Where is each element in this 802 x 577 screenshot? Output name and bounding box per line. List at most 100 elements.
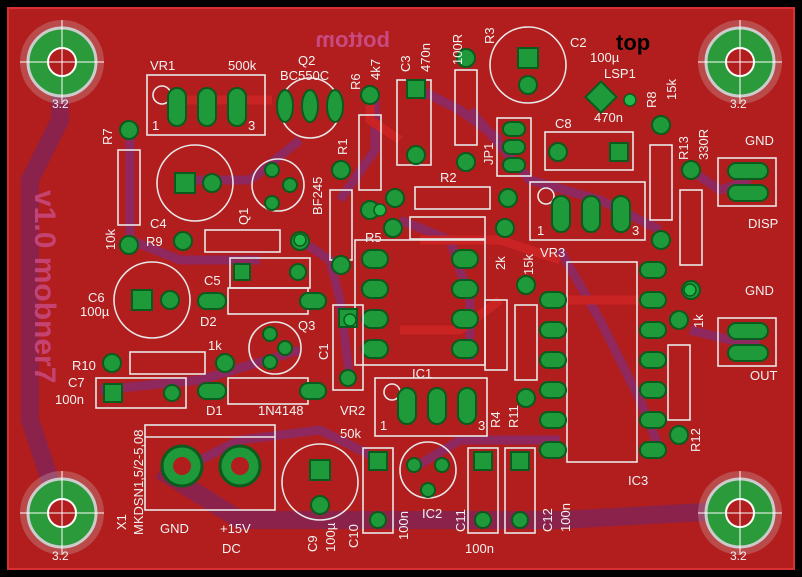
r7-resistor: R7 10k	[100, 120, 141, 255]
r13-resistor: R13 330R	[676, 129, 711, 300]
svg-text:3.2: 3.2	[730, 97, 747, 111]
ic3-chip: IC3	[539, 261, 667, 488]
svg-text:C11: C11	[453, 509, 468, 532]
q1-transistor: Q1 BF245	[236, 158, 325, 225]
svg-text:100n: 100n	[55, 392, 84, 407]
q3-transistor: Q3	[248, 318, 315, 375]
mounting-hole-br: 3.2	[698, 471, 782, 563]
svg-text:1: 1	[537, 223, 544, 238]
svg-text:OUT: OUT	[750, 368, 778, 383]
vr3-trimmer: 1 3 VR3	[529, 181, 646, 260]
svg-text:C6: C6	[88, 290, 105, 305]
svg-text:4k7: 4k7	[368, 59, 383, 80]
mounting-hole-bl: 3.2	[20, 471, 104, 563]
svg-text:3.2: 3.2	[730, 549, 747, 563]
svg-text:R5: R5	[365, 230, 382, 245]
disp-connector: GND DISP	[717, 133, 778, 231]
mirrored-version-text: v1.0 mobner7	[28, 190, 61, 383]
svg-text:3.2: 3.2	[52, 549, 69, 563]
c7-capacitor: C7 100n	[55, 375, 187, 409]
svg-text:330R: 330R	[696, 129, 711, 160]
svg-text:GND: GND	[745, 283, 774, 298]
r10-resistor: R10 1k	[72, 338, 235, 375]
c9-capacitor: C9 100µ	[281, 443, 359, 552]
svg-text:2k: 2k	[493, 256, 508, 270]
r8-resistor: R8 15k	[644, 79, 679, 250]
svg-text:R6: R6	[348, 73, 363, 90]
d2-diode: D2	[197, 287, 327, 329]
svg-text:Q3: Q3	[298, 318, 315, 333]
bottom-layer-label: bottom	[315, 27, 390, 52]
svg-text:R8: R8	[644, 91, 659, 108]
svg-text:C3: C3	[398, 55, 413, 72]
svg-text:D1: D1	[206, 403, 223, 418]
mounting-hole-tr: 3.2	[698, 20, 782, 111]
svg-text:LSP1: LSP1	[604, 66, 636, 81]
svg-text:R4: R4	[488, 411, 503, 428]
svg-text:15k: 15k	[664, 79, 679, 100]
q2-transistor: Q2 BC550C	[272, 53, 348, 139]
svg-text:R7: R7	[100, 128, 115, 145]
r11-resistor: 15k R11	[506, 254, 538, 428]
r6-resistor: R6 4k7	[348, 59, 383, 220]
svg-text:IC3: IC3	[628, 473, 648, 488]
mounting-hole-tl: 3.2	[20, 20, 104, 111]
out-connector: GND OUT	[717, 283, 778, 383]
svg-text:DISP: DISP	[748, 216, 778, 231]
svg-text:1k: 1k	[691, 314, 706, 328]
svg-text:IC2: IC2	[422, 506, 442, 521]
svg-text:1: 1	[152, 118, 159, 133]
top-layer-label: top	[616, 30, 650, 55]
svg-text:100µ: 100µ	[323, 522, 338, 552]
svg-text:500k: 500k	[228, 58, 257, 73]
svg-text:GND: GND	[745, 133, 774, 148]
vr1-trimmer: VR1 500k 1 3	[146, 58, 266, 136]
svg-text:50k: 50k	[340, 426, 361, 441]
svg-text:C2: C2	[570, 35, 587, 50]
bottom-power-traces	[21, 60, 741, 529]
svg-text:R9: R9	[146, 234, 163, 249]
c10-capacitor: C10 100n	[346, 447, 411, 548]
bottom-traces	[99, 85, 760, 475]
svg-text:100µ: 100µ	[590, 50, 620, 65]
svg-text:VR3: VR3	[540, 245, 565, 260]
svg-text:+15V: +15V	[220, 521, 251, 536]
vr2-trimmer: 1 3 VR2 50k	[340, 377, 488, 441]
svg-text:GND: GND	[160, 521, 189, 536]
x1-terminal-block: X1 MKDSN1,5/2-5,08 GND +15V DC	[114, 424, 276, 556]
svg-text:C1: C1	[316, 343, 331, 360]
r12-resistor: 1k R12	[667, 310, 706, 452]
svg-text:X1: X1	[114, 514, 129, 530]
svg-text:JP1: JP1	[481, 143, 496, 165]
svg-text:3: 3	[248, 118, 255, 133]
c8-capacitor: C8 470n	[544, 110, 634, 171]
r1-resistor: R1	[329, 138, 353, 275]
svg-text:C9: C9	[305, 535, 320, 552]
svg-text:MKDSN1,5/2-5,08: MKDSN1,5/2-5,08	[131, 430, 146, 536]
svg-text:100n: 100n	[396, 511, 411, 540]
svg-text:100n: 100n	[465, 541, 494, 556]
svg-text:R13: R13	[676, 136, 691, 160]
svg-text:C5: C5	[204, 273, 221, 288]
svg-text:DC: DC	[222, 541, 241, 556]
svg-text:C10: C10	[346, 524, 361, 548]
svg-text:R11: R11	[506, 405, 521, 428]
svg-text:3.2: 3.2	[52, 97, 69, 111]
svg-text:470n: 470n	[594, 110, 623, 125]
svg-text:Q1: Q1	[236, 208, 251, 225]
svg-text:1: 1	[380, 418, 387, 433]
c11-capacitor: C11 100n	[453, 447, 499, 556]
svg-text:100µ: 100µ	[80, 304, 110, 319]
r2-resistor: R2	[385, 170, 518, 210]
svg-text:1N4148: 1N4148	[258, 403, 304, 418]
svg-text:10k: 10k	[103, 229, 118, 250]
svg-text:D2: D2	[200, 314, 217, 329]
svg-text:R12: R12	[688, 428, 703, 452]
svg-text:C4: C4	[150, 216, 167, 231]
ic2-regulator: IC2	[399, 441, 457, 521]
c12-capacitor: C12 100n	[504, 447, 573, 534]
svg-text:C7: C7	[68, 375, 85, 390]
svg-text:R1: R1	[335, 138, 350, 155]
svg-text:C12: C12	[540, 508, 555, 532]
